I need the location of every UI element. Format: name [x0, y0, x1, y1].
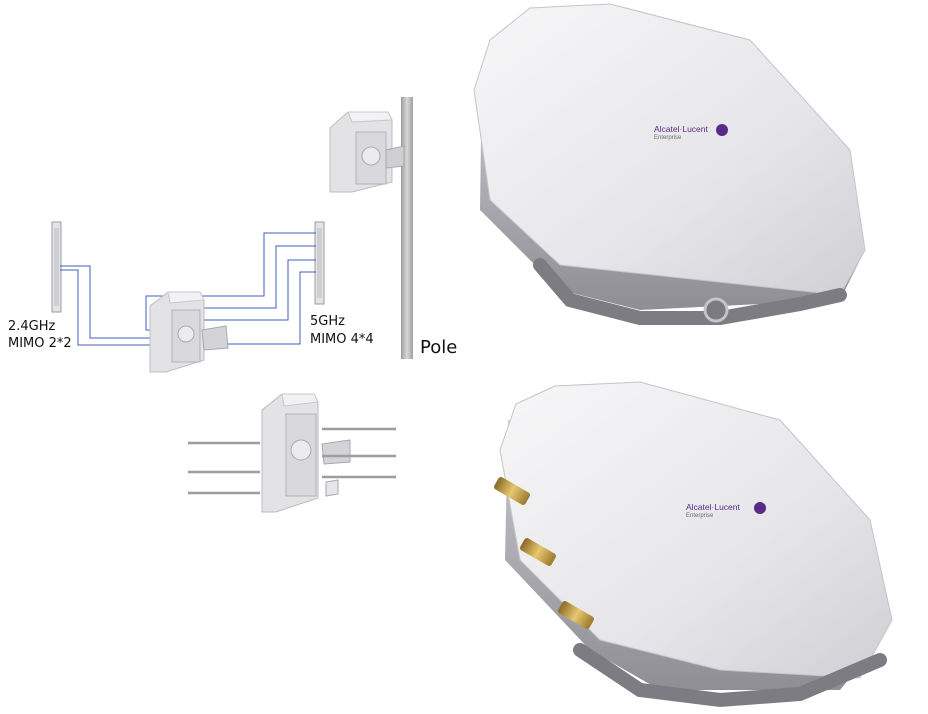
- brand-logo-top: [716, 124, 728, 136]
- brand-logo-bottom: [754, 502, 766, 514]
- outdoor-access-point-external-antenna: [499, 381, 893, 708]
- outdoor-access-point-integrated: [473, 3, 866, 325]
- brand-text-bottom: Alcatel·Lucent Enterprise: [686, 502, 740, 519]
- antenna-cables: [60, 232, 316, 346]
- external-dipole-antennas: [188, 427, 396, 495]
- mimo-5ghz-label: MIMO 4*4: [310, 332, 374, 347]
- center-access-point: [149, 291, 229, 373]
- exploded-access-point: [261, 393, 351, 513]
- brand-sub: Enterprise: [686, 513, 714, 519]
- brand-name: Alcatel·Lucent: [686, 502, 740, 512]
- band-24ghz-label: 2.4GHz: [8, 319, 56, 334]
- brand-sub: Enterprise: [654, 135, 682, 141]
- antenna-5ghz: [314, 221, 325, 305]
- band-5ghz-label: 5GHz: [310, 314, 345, 329]
- n-type-connectors: [494, 477, 594, 629]
- pole-mounted-access-point: [329, 111, 405, 193]
- pole: [401, 97, 413, 359]
- antenna-24ghz: [51, 221, 62, 313]
- brand-text-top: Alcatel·Lucent Enterprise: [654, 124, 708, 141]
- mimo-24ghz-label: MIMO 2*2: [8, 336, 72, 351]
- brand-name: Alcatel·Lucent: [654, 124, 708, 134]
- pole-label: Pole: [420, 337, 458, 358]
